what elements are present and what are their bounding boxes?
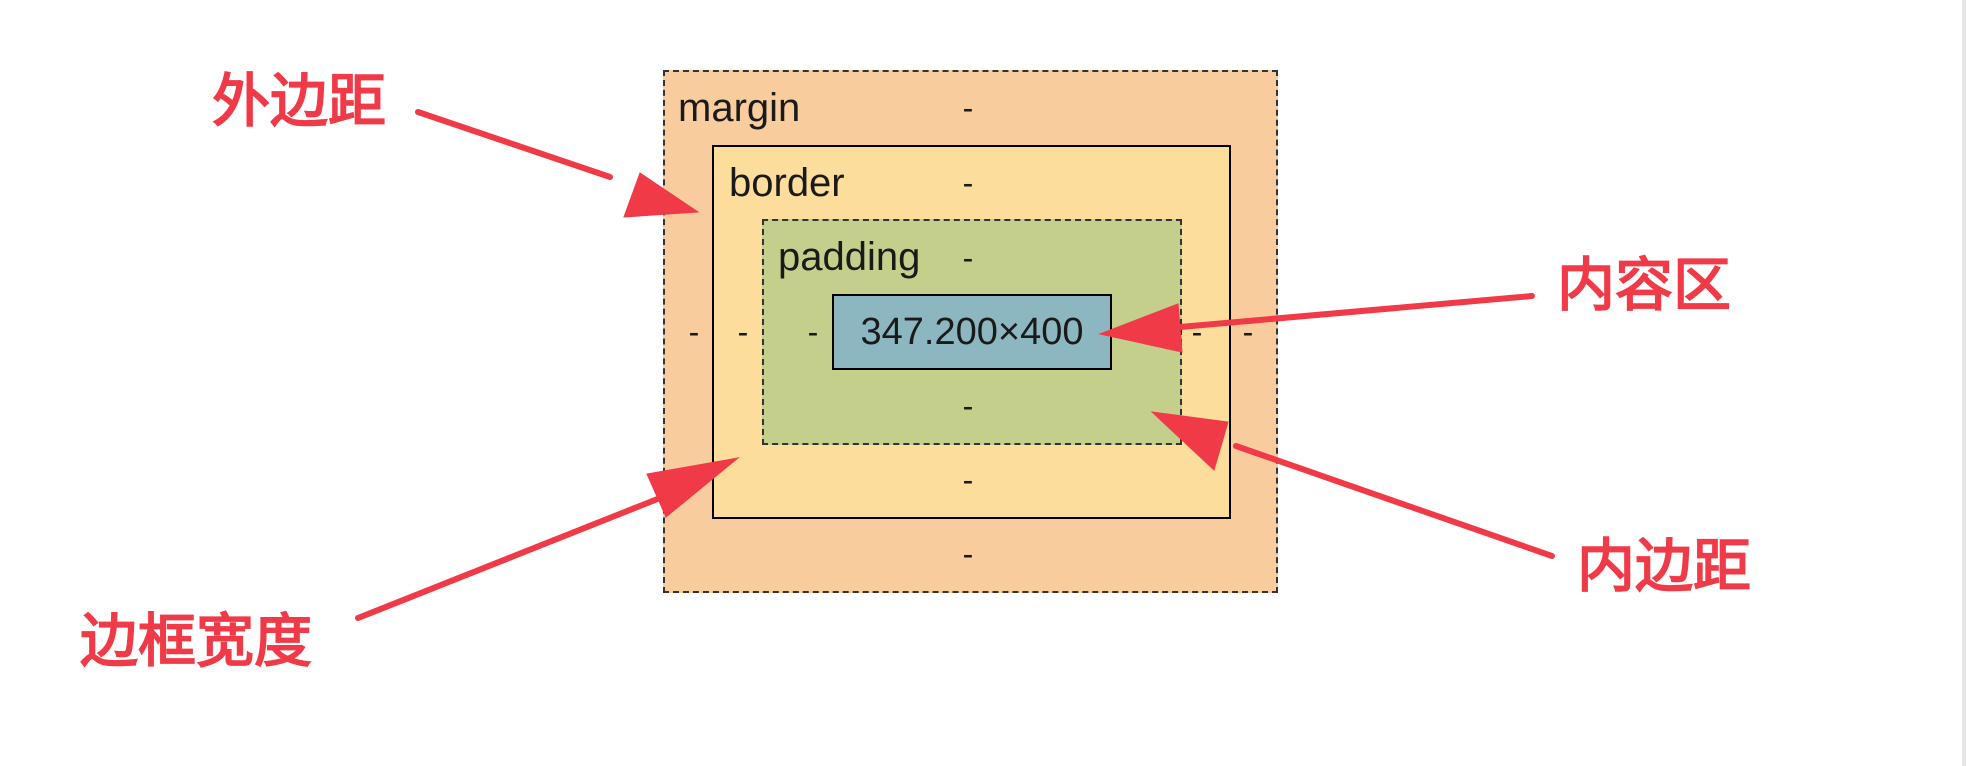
padding-left-value: - (807, 314, 819, 350)
arrow-content-area-head (1098, 303, 1183, 353)
annotation-content-area: 内容区 (1557, 251, 1732, 319)
margin-top-value: - (962, 90, 974, 126)
margin-bottom-value: - (962, 536, 974, 572)
padding-bottom-value: - (962, 388, 974, 424)
border-right-value: - (1191, 314, 1203, 350)
content-box: 347.200×400 (832, 294, 1112, 370)
border-label: border (729, 161, 845, 205)
arrow-padding-head (1150, 411, 1229, 471)
annotation-border-width: 边框宽度 (80, 607, 313, 675)
border-left-value: - (737, 314, 749, 350)
arrow-border-width (355, 495, 663, 621)
arrow-margin-head (623, 172, 700, 218)
padding-label: padding (778, 235, 921, 279)
border-top-value: - (962, 165, 974, 201)
margin-left-value: - (688, 314, 700, 350)
page-edge-divider (1962, 0, 1966, 766)
content-size-value: 347.200×400 (860, 310, 1084, 353)
margin-right-value: - (1242, 314, 1254, 350)
padding-top-value: - (962, 240, 974, 276)
margin-label: margin (678, 86, 801, 130)
arrow-content-area (1177, 293, 1535, 330)
arrow-margin (415, 109, 613, 180)
annotation-padding: 内边距 (1577, 532, 1752, 600)
border-bottom-value: - (962, 462, 974, 498)
annotation-margin: 外边距 (212, 67, 387, 135)
arrow-padding (1233, 443, 1555, 559)
arrow-border-width-head (646, 457, 740, 518)
